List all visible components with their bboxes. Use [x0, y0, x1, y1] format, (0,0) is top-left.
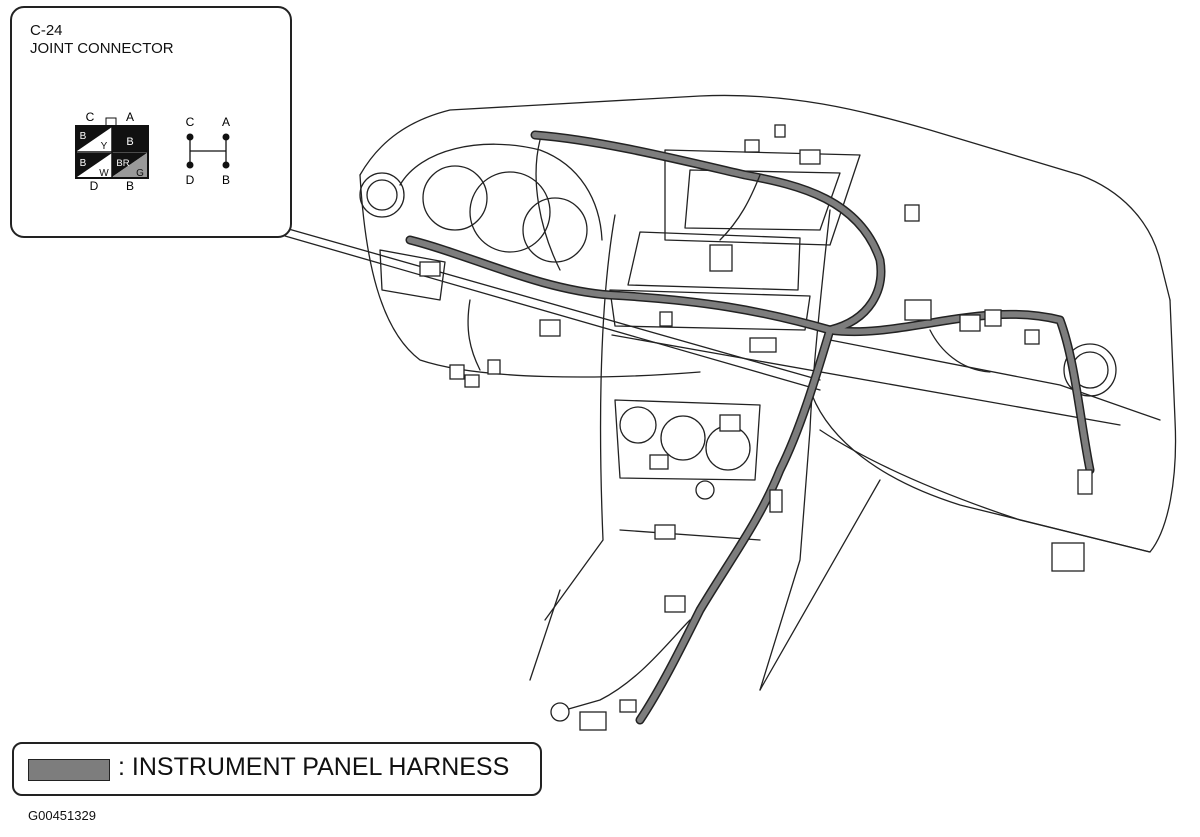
left-lower-panel — [379, 249, 446, 301]
schematic-label-a: A — [222, 115, 230, 129]
callout-leader — [284, 227, 821, 381]
radio-panel — [609, 289, 811, 331]
connector-8 — [984, 309, 1002, 327]
wire-color-d-b: B — [80, 158, 87, 169]
connector-12 — [749, 337, 777, 353]
branch-wire-console — [564, 619, 691, 711]
pin-label-c: C — [86, 110, 95, 124]
harness-main — [407, 237, 1093, 473]
left-vent — [359, 172, 405, 218]
center-stack-left — [544, 214, 616, 621]
branch-wire-right — [929, 329, 991, 373]
branch-wire-left — [467, 299, 481, 371]
connector-18 — [654, 524, 676, 540]
branch-wire-cluster — [535, 139, 561, 271]
connector-6 — [904, 299, 932, 321]
connector-14 — [539, 319, 561, 337]
glovebox-outline — [829, 339, 1161, 421]
connector-22 — [719, 414, 741, 432]
connector-callout: C-24 JOINT CONNECTOR C A B Y B B W BR G … — [10, 6, 292, 238]
dashboard-front-edge — [359, 174, 701, 378]
connector-25 — [419, 261, 441, 277]
wire-color-b-g: G — [136, 168, 144, 179]
climate-knob-left — [619, 406, 657, 444]
cell-d-black — [77, 153, 112, 177]
schematic-label-b: B — [222, 173, 230, 187]
radio-panel-inner — [627, 231, 801, 291]
connector-title: JOINT CONNECTOR — [30, 40, 174, 57]
connector-15 — [449, 364, 465, 380]
wire-color-c-y: Y — [101, 141, 108, 152]
wire-color-a-b: B — [126, 136, 133, 148]
connector-face-diagram: C A B Y B B W BR G D B C A — [75, 110, 230, 193]
center-display-inner — [684, 169, 841, 231]
connector-lock-tab — [105, 117, 117, 127]
connector-3 — [799, 149, 821, 165]
connector-4 — [904, 204, 920, 222]
pin-label-a: A — [126, 110, 134, 124]
cell-c-black — [77, 127, 112, 151]
dashboard-top-outline — [359, 94, 1171, 301]
gauge-right — [522, 197, 588, 263]
legend: : INSTRUMENT PANEL HARNESS — [12, 742, 542, 796]
cell-b-gray — [112, 153, 147, 177]
cluster-hood — [399, 143, 603, 241]
center-display-frame — [664, 149, 861, 246]
climate-knob-right — [705, 425, 751, 471]
connector-5 — [709, 244, 733, 272]
connector-23 — [649, 454, 669, 470]
left-vent-inner — [366, 179, 398, 211]
cell-a-black — [112, 127, 147, 152]
branch-wire-center — [719, 174, 761, 241]
connector-13 — [659, 311, 673, 327]
pin-label-d: D — [90, 179, 99, 193]
connector-17 — [487, 359, 501, 375]
connector-id: C-24 — [30, 22, 63, 39]
connector-19 — [664, 595, 686, 613]
pin-label-b: B — [126, 179, 134, 193]
bulb-socket — [550, 702, 570, 722]
wire-color-d-w: W — [99, 168, 109, 179]
schematic-label-d: D — [186, 173, 195, 187]
wire-color-b-br: BR — [116, 158, 129, 169]
dashboard-crossline — [611, 334, 1121, 426]
center-stack-right — [759, 209, 831, 691]
connector-7 — [959, 314, 981, 332]
schematic-label-c: C — [186, 115, 195, 129]
climate-panel — [614, 399, 761, 481]
connector-16 — [464, 374, 480, 388]
harness-top — [532, 132, 884, 333]
callout-leader-2 — [284, 235, 821, 391]
connector-21 — [619, 699, 637, 713]
legend-swatch — [28, 759, 110, 781]
connector-10 — [1051, 542, 1085, 572]
harness-drop — [637, 327, 833, 723]
wire-color-c-b: B — [80, 131, 87, 142]
figure-code: G00451329 — [28, 808, 96, 823]
console-floor-right — [759, 479, 881, 691]
connector-9 — [1024, 329, 1040, 345]
connector-11 — [1077, 469, 1093, 495]
connector-24 — [769, 489, 783, 513]
connector-2 — [774, 124, 786, 138]
connector-20 — [579, 711, 607, 731]
legend-label: : INSTRUMENT PANEL HARNESS — [118, 753, 510, 781]
gauge-center — [469, 171, 551, 253]
connector-1 — [744, 139, 760, 153]
dashboard-lower-right — [811, 394, 1151, 553]
console-floor-left — [529, 589, 561, 681]
gauge-left — [422, 165, 488, 231]
climate-sensor — [695, 480, 715, 500]
climate-knob-center — [660, 415, 706, 461]
console-lower — [619, 529, 761, 541]
